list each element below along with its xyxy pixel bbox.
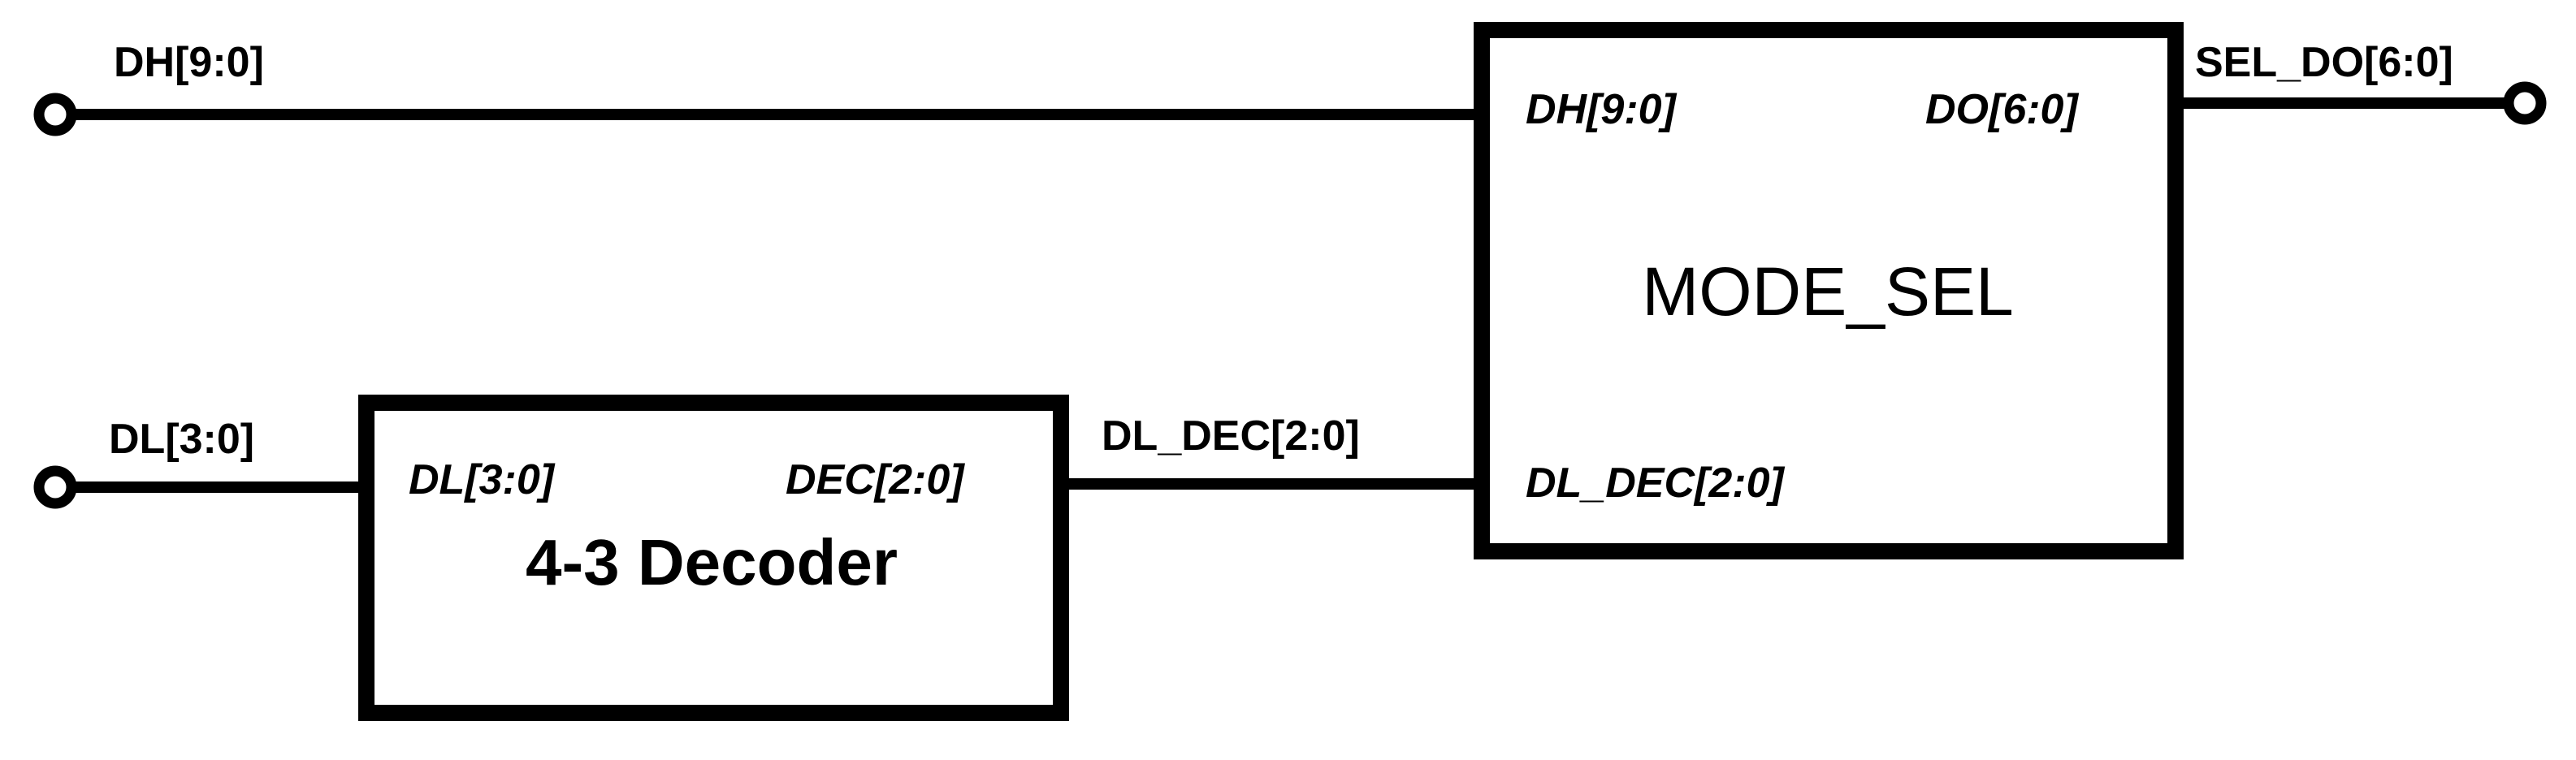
mode-sel-block[interactable] bbox=[1474, 22, 2184, 559]
mode-sel-port-dh: DH[9:0] bbox=[1526, 86, 1678, 133]
mode-sel-port-do: DO[6:0] bbox=[1925, 86, 2079, 133]
decoder-port-out: DEC[2:0] bbox=[786, 456, 965, 503]
pin-sel-do-terminal[interactable] bbox=[2503, 81, 2547, 125]
decoder-port-in: DL[3:0] bbox=[409, 456, 556, 503]
decoder-title: 4-3 Decoder bbox=[526, 526, 898, 598]
pin-dl-label: DL[3:0] bbox=[109, 416, 254, 463]
pin-dl-terminal[interactable] bbox=[33, 465, 77, 509]
mode-sel-title: MODE_SEL bbox=[1642, 253, 2014, 330]
mode-sel-port-dl-dec: DL_DEC[2:0] bbox=[1526, 460, 1785, 507]
pin-sel-do-label: SEL_DO[6:0] bbox=[2195, 39, 2453, 86]
pin-dh-terminal[interactable] bbox=[33, 93, 77, 136]
net-dl-dec-label: DL_DEC[2:0] bbox=[1102, 412, 1360, 460]
pin-dh-label: DH[9:0] bbox=[114, 39, 264, 86]
decoder-block[interactable] bbox=[358, 395, 1069, 721]
